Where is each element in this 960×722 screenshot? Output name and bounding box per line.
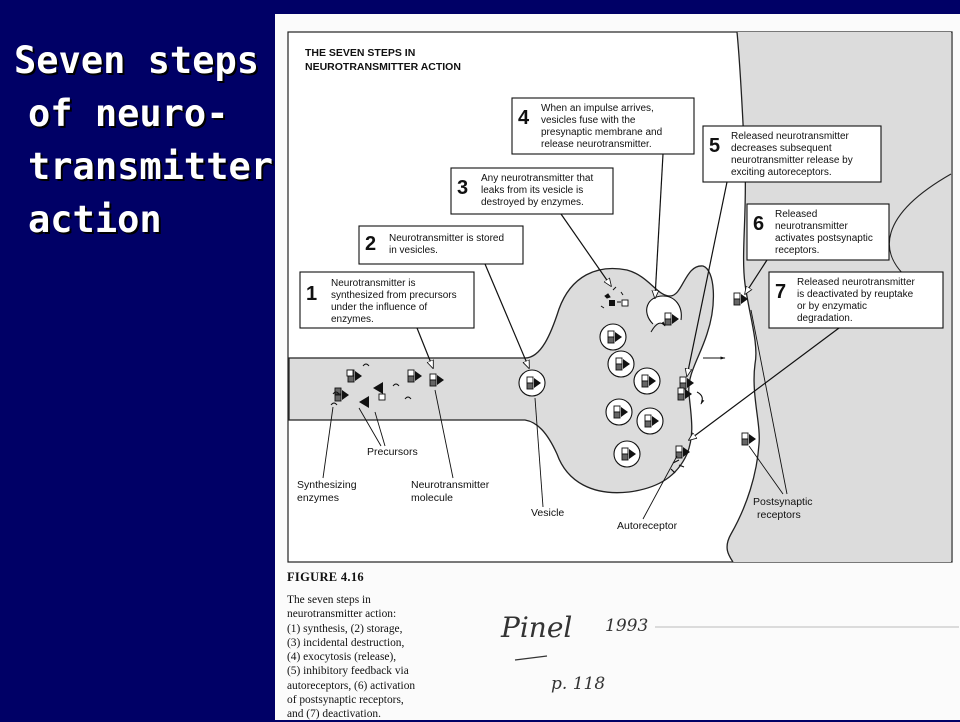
label-synthesizing-enzymes: Synthesizing enzymes — [297, 406, 359, 504]
figure-header: THE SEVEN STEPS IN NEUROTRANSMITTER ACTI… — [305, 47, 461, 73]
caption-line: and (7) deactivation. — [287, 708, 381, 721]
step-5-number: 5 — [709, 135, 720, 157]
step-5-line-3: neurotransmitter release by — [731, 155, 853, 166]
step-4-line-1: When an impulse arrives, — [541, 103, 654, 114]
svg-text:Released neurotransmitte: Released neurotransmitter activates post… — [775, 209, 876, 256]
step-7-box: 7 Released neurotransmitter is deactivat… — [768, 271, 944, 329]
figure-caption: FIGURE 4.16 The seven steps in neurotran… — [287, 570, 487, 722]
step-5-line-1: Released neurotransmitter — [731, 131, 850, 142]
step-7-line-1: Released neurotransmitter — [797, 277, 916, 288]
step-6-line-1: Released — [775, 209, 817, 220]
svg-text:Neurotransmitter molecul: Neurotransmitter molecule — [411, 479, 492, 504]
step-4-box: 4 When an impulse arrives, vesicles fuse… — [511, 97, 695, 155]
step-6-line-2: neurotransmitter — [775, 221, 848, 232]
step-1-line-1: Neurotransmitter is — [331, 278, 415, 289]
step-7-line-3: or by enzymatic — [797, 301, 867, 312]
step-1-number: 1 — [306, 283, 317, 305]
step-5-line-4: exciting autoreceptors. — [731, 167, 832, 178]
note-year: 1993 — [605, 616, 648, 636]
step-7-line-4: degradation. — [797, 313, 853, 324]
presynaptic-terminal — [288, 265, 715, 494]
step-2-box: 2 Neurotransmitter is stored in vesicles… — [358, 225, 524, 265]
caption-line: The seven steps in — [287, 594, 371, 606]
title-line-2: of neuro- — [28, 92, 229, 135]
step-3-line-3: destroyed by enzymes. — [481, 197, 584, 208]
step-6-line-4: receptors. — [775, 245, 819, 256]
label-precursors: Precursors — [358, 407, 418, 458]
caption-line: (5) inhibitory feedback via — [287, 665, 409, 678]
step-7-number: 7 — [775, 281, 786, 303]
caption-line: neurotransmitter action: — [287, 608, 397, 621]
svg-text:Neurotransmitter is stored: Neurotransmitter is stored in vesicles. — [389, 233, 507, 256]
step-6-line-3: activates postsynaptic — [775, 233, 873, 244]
step-1-box: 1 Neurotransmitter is synthesized from p… — [299, 271, 475, 329]
figure-number: FIGURE 4.16 — [287, 570, 364, 584]
caption-line: of postsynaptic receptors, — [287, 694, 404, 707]
title-line-4: action — [28, 198, 162, 241]
step-4-line-3: presynaptic membrane and — [541, 127, 662, 138]
svg-text:Postsynaptic receptors: Postsynaptic receptors — [753, 496, 815, 521]
step-6-number: 6 — [753, 213, 764, 235]
svg-text:When an impulse arrives,: When an impulse arrives, vesicles fuse w… — [541, 103, 665, 150]
step-5-line-2: decreases subsequent — [731, 143, 832, 154]
svg-text:Released neurotransmitter: Released neurotransmitter is deactivated… — [797, 277, 918, 324]
step-6-box: 6 Released neurotransmitter activates po… — [746, 203, 890, 261]
caption-line: (4) exocytosis (release), — [287, 651, 397, 664]
title-line-1: Seven steps — [14, 39, 260, 82]
svg-text:Released neurotransmitter: Released neurotransmitter decreases subs… — [731, 131, 856, 178]
caption-line: autoreceptors, (6) activation — [287, 679, 416, 692]
step-3-line-1: Any neurotransmitter that — [481, 173, 593, 184]
step-5-box: 5 Released neurotransmitter decreases su… — [702, 125, 882, 183]
step-1-line-2: synthesized from precursors — [331, 290, 457, 301]
svg-text:Autoreceptor: Autoreceptor — [617, 520, 678, 532]
synapse-diagram: THE SEVEN STEPS IN NEUROTRANSMITTER ACTI… — [287, 31, 959, 694]
header-line-2: NEUROTRANSMITTER ACTION — [305, 61, 461, 73]
step-4-number: 4 — [518, 107, 530, 129]
step-3-number: 3 — [457, 177, 468, 199]
step-2-number: 2 — [365, 233, 376, 255]
note-page: p. 118 — [551, 674, 605, 694]
caption-line: (3) incidental destruction, — [287, 636, 405, 649]
step-2-line-2: in vesicles. — [389, 245, 438, 256]
step-3-box: 3 Any neurotransmitter that leaks from i… — [450, 167, 614, 215]
header-line-1: THE SEVEN STEPS IN — [305, 47, 415, 59]
svg-text:Neurotransmitter is synt: Neurotransmitter is synthesized from pre… — [331, 278, 459, 325]
label-postsynaptic-receptors: Postsynaptic receptors — [748, 309, 815, 521]
step-3-line-2: leaks from its vesicle is — [481, 185, 583, 196]
svg-text:Vesicle: Vesicle — [531, 507, 564, 519]
step-4-line-2: vesicles fuse with the — [541, 115, 636, 126]
reuptake-arrow — [696, 391, 705, 405]
step-4-line-4: release neurotransmitter. — [541, 139, 652, 150]
title-line-3: transmitter — [28, 145, 274, 188]
slide-title: Seven steps of neuro- transmitter action — [14, 34, 274, 246]
handwritten-note: Pinel 1993 p. 118 — [500, 611, 959, 694]
step-7-line-2: is deactivated by reuptake — [797, 289, 914, 300]
svg-text:Any neurotransmitter that: Any neurotransmitter that leaks from its… — [481, 173, 596, 208]
note-author: Pinel — [500, 611, 572, 644]
scanned-figure: THE SEVEN STEPS IN NEUROTRANSMITTER ACTI… — [275, 14, 960, 720]
svg-text:Synthesizing enzymes: Synthesizing enzymes — [297, 479, 359, 504]
step-1-line-4: enzymes. — [331, 314, 374, 325]
svg-text:Precursors: Precursors — [367, 446, 418, 458]
label-vesicle: Vesicle — [531, 397, 564, 519]
label-autoreceptor: Autoreceptor — [617, 455, 678, 532]
step-2-line-1: Neurotransmitter is stored — [389, 233, 504, 244]
caption-line: (1) synthesis, (2) storage, — [287, 622, 403, 635]
caption-text: The seven steps in neurotransmitter acti… — [287, 593, 487, 722]
label-neurotransmitter-molecule: Neurotransmitter molecule — [411, 389, 492, 504]
step-1-line-3: under the influence of — [331, 302, 427, 313]
